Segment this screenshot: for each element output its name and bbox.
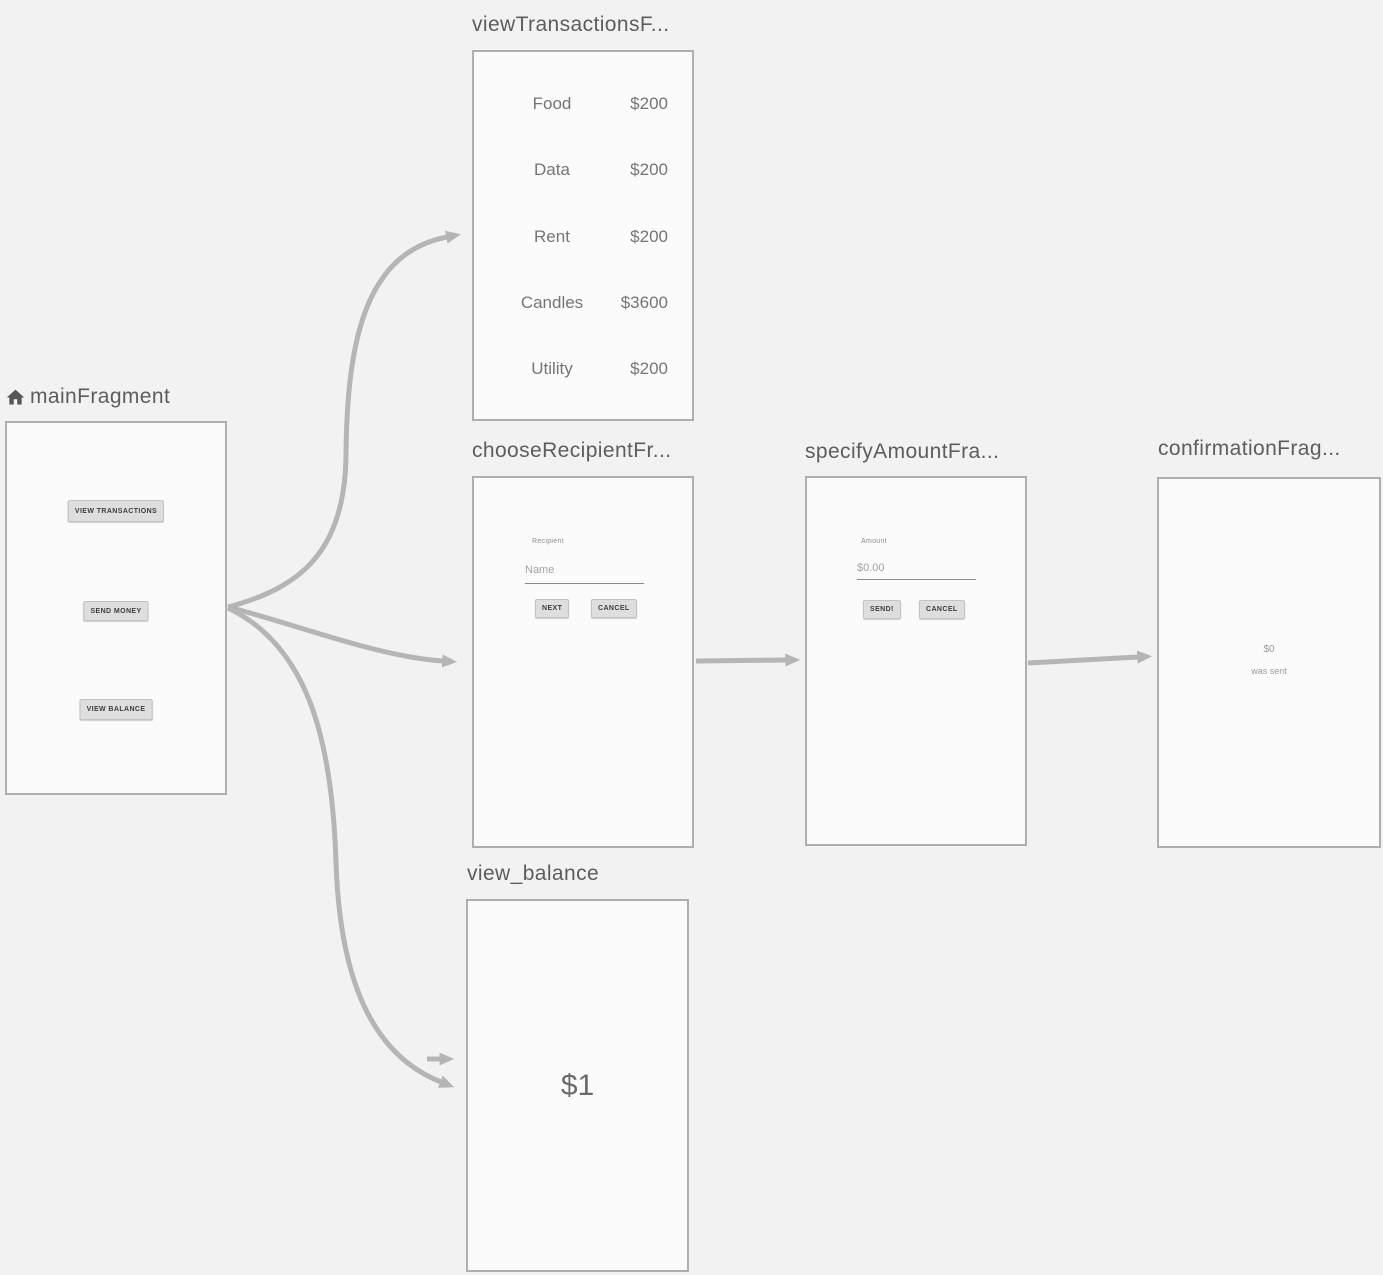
recipient-name-input: Name bbox=[525, 564, 555, 576]
transaction-amount: $200 bbox=[630, 227, 668, 246]
cancel-button: CANCEL bbox=[591, 599, 637, 618]
transaction-row: Utility $200 bbox=[474, 359, 692, 383]
transaction-row: Data $200 bbox=[474, 160, 692, 184]
transaction-label: Data bbox=[534, 160, 570, 179]
home-icon bbox=[6, 389, 25, 404]
view-balance-button: VIEW BALANCE bbox=[79, 699, 153, 720]
amount-input-underline bbox=[857, 579, 976, 580]
cancel-button: CANCEL bbox=[919, 600, 965, 619]
action-arrow-choose-recipient-to-specify-amount[interactable] bbox=[695, 653, 801, 667]
next-button: NEXT bbox=[535, 599, 570, 618]
fragment-view-transactions[interactable]: Food $200 Data $200 Rent $200 Candles $3… bbox=[472, 50, 694, 421]
fragment-title-main: mainFragment bbox=[5, 385, 170, 409]
send-money-button: SEND MONEY bbox=[83, 601, 149, 621]
recipient-input-underline bbox=[525, 583, 644, 584]
transaction-amount: $200 bbox=[630, 94, 668, 113]
transaction-label: Rent bbox=[534, 227, 570, 246]
send-button: SEND! bbox=[863, 600, 901, 619]
balance-text: $1 bbox=[560, 1068, 595, 1102]
fragment-title-choose-recipient-label: chooseRecipientFr... bbox=[472, 439, 672, 462]
fragment-specify-amount[interactable]: Amount $0.00 SEND! CANCEL bbox=[805, 476, 1027, 846]
fragment-title-view-balance-label: view_balance bbox=[467, 862, 600, 885]
fragment-title-main-label: mainFragment bbox=[30, 385, 171, 408]
transaction-amount: $200 bbox=[630, 160, 668, 179]
transaction-label: Food bbox=[532, 94, 572, 113]
fragment-title-specify-amount: specifyAmountFra... bbox=[805, 440, 999, 464]
action-arrow-main-to-transactions[interactable] bbox=[227, 230, 461, 610]
transaction-amount: $200 bbox=[630, 359, 668, 378]
recipient-field-label: Recipient bbox=[532, 538, 564, 545]
action-arrow-main-to-view-balance[interactable] bbox=[226, 605, 455, 1088]
fragment-title-confirmation: confirmationFrag... bbox=[1158, 437, 1341, 461]
transaction-amount: $3600 bbox=[620, 293, 668, 312]
fragment-title-choose-recipient: chooseRecipientFr... bbox=[472, 439, 671, 463]
fragment-title-confirmation-label: confirmationFrag... bbox=[1158, 437, 1341, 460]
fragment-title-view-balance: view_balance bbox=[467, 862, 599, 886]
action-arrow-main-to-choose-recipient[interactable] bbox=[227, 604, 458, 668]
transaction-row: Candles $3600 bbox=[474, 293, 692, 317]
fragment-confirmation[interactable]: $0 was sent bbox=[1157, 477, 1381, 848]
view-transactions-button: VIEW TRANSACTIONS bbox=[67, 500, 165, 522]
transaction-row: Rent $200 bbox=[474, 227, 692, 251]
fragment-title-view-transactions: viewTransactionsF... bbox=[472, 13, 669, 37]
transaction-row: Food $200 bbox=[474, 94, 692, 118]
confirmation-amount: $0 bbox=[1263, 644, 1275, 655]
transaction-label: Candles bbox=[520, 293, 584, 312]
amount-field-label: Amount bbox=[861, 538, 887, 545]
transaction-label: Utility bbox=[531, 359, 573, 378]
fragment-view-balance[interactable]: $1 bbox=[466, 899, 689, 1272]
action-arrow-specify-amount-to-confirmation[interactable] bbox=[1027, 650, 1153, 666]
fragment-title-view-transactions-label: viewTransactionsF... bbox=[472, 13, 670, 36]
confirmation-message: was sent bbox=[1251, 666, 1287, 676]
fragment-title-specify-amount-label: specifyAmountFra... bbox=[805, 440, 1000, 463]
amount-input: $0.00 bbox=[857, 562, 885, 574]
fragment-choose-recipient[interactable]: Recipient Name NEXT CANCEL bbox=[472, 476, 694, 848]
fragment-main[interactable]: VIEW TRANSACTIONS SEND MONEY VIEW BALANC… bbox=[5, 421, 227, 795]
